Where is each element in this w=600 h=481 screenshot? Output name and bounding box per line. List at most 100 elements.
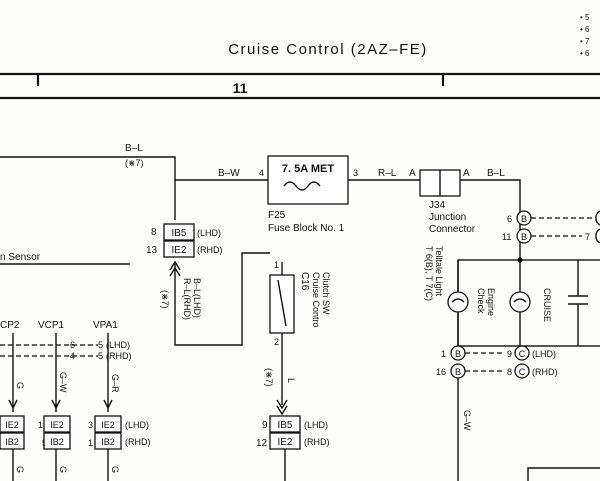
connector-arrow-up-icon	[169, 260, 181, 277]
wire-to-clutch-sw	[174, 252, 270, 346]
right-bottom-b-letter-2: B	[455, 367, 461, 377]
fuse-symbol-icon	[283, 181, 321, 191]
lower-conn-a-ie2-label: IE2	[5, 420, 19, 430]
lower-wire-color: L	[286, 378, 296, 383]
fuse-block	[267, 155, 349, 205]
lamp2-filament-icon	[513, 298, 527, 303]
right-ref-7: 7	[585, 232, 590, 242]
telltale-id: T 6(B), T 7(C)	[424, 246, 434, 301]
ib-bottom-pin-12: 12	[256, 438, 268, 449]
right-b-pin-11: 11	[502, 232, 511, 242]
clutch-pin-1: 1	[274, 260, 279, 270]
lower-pin-1: 1	[88, 438, 93, 448]
right-bottom-c-pin-9: 9	[507, 349, 512, 359]
ib-bottom-lhd: (LHD)	[304, 420, 328, 430]
lower-conn-a-ib2-label: IB2	[5, 437, 19, 447]
lower-conn-c-ie2	[94, 415, 122, 433]
cruise-lamp-icon	[509, 291, 531, 313]
diagram-title: Cruise Control (2AZ–FE)	[228, 41, 428, 58]
wire-label-r-l: R–L	[378, 168, 397, 179]
wire-b-l-top	[0, 156, 176, 220]
lower-connectors: 13 5 3 1 IE2 IB2 IE2 IB2 IE2 IB2 (LHD) (…	[0, 415, 151, 481]
ib-top-rhd: (RHD)	[197, 245, 223, 255]
lower-conn-c-ib2-label: IB2	[101, 437, 115, 447]
clutch-name-1: Cruise Contro	[311, 272, 321, 328]
lower-wire-g-1: G	[15, 466, 25, 473]
right-bottom-c-pin-8: 8	[507, 367, 512, 377]
wire-label-b-l: B–L	[125, 143, 143, 154]
ib-connector-top: 8 13 IB5 IE2 (LHD) (RHD)	[146, 223, 223, 258]
ib-bottom-label-ib5: IB5	[277, 420, 292, 431]
corner-bullets: • 5 • 6 • 7 • 6	[580, 13, 590, 58]
sensor-pin-r2-a: 4	[70, 351, 75, 361]
lower-wire-g-2: G	[58, 466, 68, 473]
fuse-name: Fuse Block No. 1	[268, 223, 345, 234]
lower-conn-a-ib2	[0, 432, 25, 450]
right-bottom-c-circle-1	[514, 345, 530, 361]
ib-top-cell-ie2	[163, 240, 195, 258]
section-number: 11	[233, 80, 248, 96]
sensor-col-cp2: CP2	[0, 320, 20, 331]
right-bottom-c-letter-2: C	[519, 367, 526, 377]
junction-line2: Connector	[429, 224, 476, 235]
ib-top-pin-8: 8	[151, 227, 157, 238]
sensor-rhd: (RHD)	[106, 351, 132, 361]
lamp1-label-1: Check	[476, 288, 486, 314]
ib-top-label-ie2: IE2	[171, 245, 186, 256]
telltale-name: Telltale Light	[434, 246, 444, 297]
sensor-block: n Sensor CP2 VCP1 VPA1 6 5 4 5 (LHD) (RH…	[0, 252, 132, 412]
sensor-pin-r1-b: 5	[98, 340, 103, 350]
lower-conn-a-ie2	[0, 415, 25, 433]
sensor-pin-r2-b: 5	[98, 351, 103, 361]
ib-top-cell-ib5	[163, 223, 195, 241]
wire-label-b-l-right: B–L	[487, 168, 505, 179]
vwire-ref: (⋇7)	[160, 290, 170, 309]
sensor-col-vpa1: VPA1	[93, 320, 118, 331]
sensor-wire-label-g-r: G–R	[110, 374, 120, 393]
lower-pin-3: 3	[88, 420, 93, 430]
sensor-col-vcp1: VCP1	[38, 320, 65, 331]
top-wire-group: B–L (⋇7) B–W 4 7. 5A MET F25 Fuse Block …	[0, 143, 521, 260]
wire-label-b-w: B–W	[218, 168, 240, 179]
sensor-wire-label-g-w: G–W	[58, 372, 68, 393]
corner-bullet-3: • 7	[580, 37, 590, 46]
ib-top-label-ib5: IB5	[171, 228, 186, 239]
lamp2-label: CRUISE	[542, 288, 552, 322]
lower-pin-13: 13	[38, 420, 48, 430]
fuse-id: F25	[268, 210, 286, 221]
clutch-pin-2: 2	[274, 337, 279, 347]
lower-conn-b-ib2-label: IB2	[50, 437, 64, 447]
ib-top-lhd: (LHD)	[197, 228, 221, 238]
ib-connector-bottom: 9 12 IB5 IE2 (LHD) (RHD)	[256, 415, 330, 481]
junction-pin-a-right: A	[463, 168, 470, 179]
lower-conn-b-ie2	[43, 415, 71, 433]
ib-bottom-rhd: (RHD)	[304, 437, 330, 447]
vwire-label-1: B–L(LHD)	[192, 278, 202, 318]
clutch-switch: 1 2 C16 Cruise Contro Clutch SW (⋇7) L	[264, 260, 331, 416]
ib-bottom-pin-9: 9	[262, 420, 268, 431]
corner-bullet-2: • 6	[580, 25, 590, 34]
sensor-pin-r1-a: 6	[70, 340, 75, 350]
connector-arrow-down-icon	[276, 399, 288, 416]
ib-top-pin-13: 13	[146, 245, 158, 256]
lower-conn-b-ib2	[43, 432, 71, 450]
clutch-name-2: Clutch SW	[321, 272, 331, 315]
right-bottom-c-letter-1: C	[519, 349, 526, 359]
sensor-lhd: (LHD)	[106, 340, 130, 350]
lamp1-filament-icon	[451, 298, 465, 303]
right-b-letter-bottom: B	[521, 232, 527, 242]
ib-bottom-cell-ib5	[269, 415, 301, 433]
sensor-wire-label-g: G	[15, 382, 25, 389]
lower-wire-ref: (⋇7)	[264, 368, 274, 387]
right-edge-circle	[595, 210, 600, 226]
lower-right-box-edge	[527, 467, 600, 481]
right-bottom-c-circle-2	[514, 363, 530, 379]
junction-pin-a-left: A	[409, 168, 416, 179]
lower-conn-c-ie2-label: IE2	[101, 420, 115, 430]
right-bottom-b-pin-1: 1	[441, 349, 446, 359]
right-wire-label-g-w: G–W	[462, 410, 472, 431]
lower-wire-g-3: G	[110, 466, 120, 473]
right-bottom-rhd: (RHD)	[532, 367, 558, 377]
